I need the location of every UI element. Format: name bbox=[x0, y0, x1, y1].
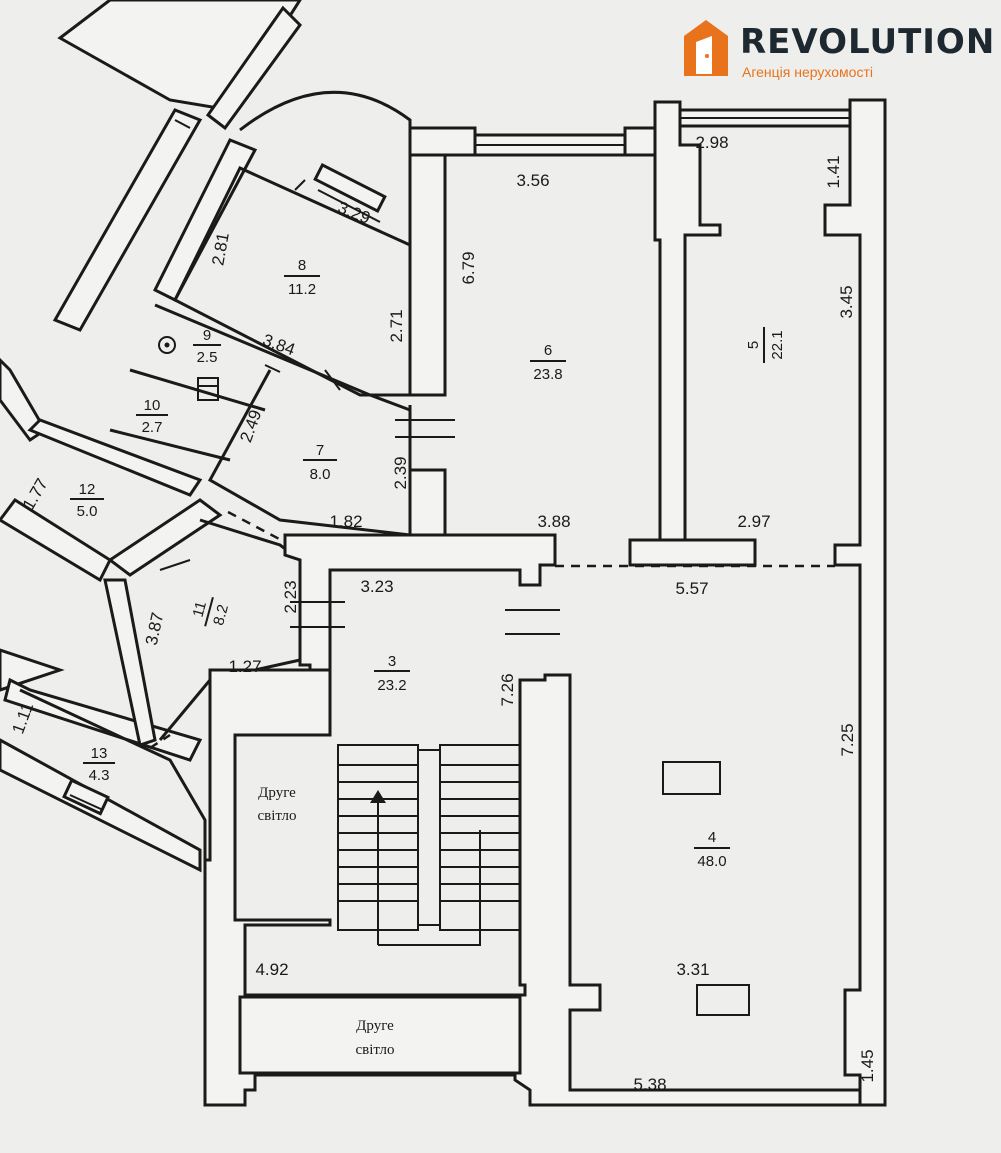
room-number: 8 bbox=[298, 257, 306, 274]
room-7-label: 78.0 bbox=[303, 442, 337, 483]
dimension: 3.23 bbox=[360, 577, 393, 596]
dimension: 1.82 bbox=[329, 512, 362, 531]
dimension: 2.23 bbox=[281, 580, 300, 613]
room-area: 2.5 bbox=[197, 349, 218, 366]
room-area: 4.3 bbox=[89, 767, 110, 784]
dimension: 6.79 bbox=[459, 251, 478, 284]
room-number: 9 bbox=[203, 327, 211, 344]
room-area: 8.0 bbox=[310, 466, 331, 483]
room-3-label: 323.2 bbox=[374, 653, 410, 694]
dimension: 5.57 bbox=[675, 579, 708, 598]
dimension: 7.26 bbox=[498, 673, 517, 706]
room-6-label: 623.8 bbox=[530, 342, 566, 383]
dimension: 2.97 bbox=[737, 512, 770, 531]
brand-name: REVOLUTION bbox=[740, 22, 996, 62]
room-area: 48.0 bbox=[697, 853, 726, 870]
dimension: 1.77 bbox=[19, 475, 52, 513]
room-number: 3 bbox=[388, 653, 396, 670]
room-13-label: 134.3 bbox=[83, 745, 115, 784]
room-area: 22.1 bbox=[769, 330, 786, 359]
room-number: 12 bbox=[79, 481, 96, 498]
dimension: 3.31 bbox=[676, 960, 709, 979]
door-openings bbox=[159, 119, 560, 635]
dimension: 1.45 bbox=[858, 1049, 877, 1082]
room-area: 11.2 bbox=[288, 281, 316, 298]
room-area: 2.7 bbox=[142, 419, 163, 436]
room-area: 23.8 bbox=[533, 366, 562, 383]
main-block-walls bbox=[203, 98, 887, 1107]
dimension: 2.71 bbox=[387, 309, 406, 342]
room-number: 7 bbox=[316, 442, 324, 459]
dimension: 3.45 bbox=[837, 285, 856, 318]
dimension: 3.88 bbox=[537, 512, 570, 531]
brand-subtitle: Агенція нерухомості bbox=[742, 64, 873, 80]
dimension: 2.81 bbox=[208, 231, 232, 267]
dimension: 2.49 bbox=[236, 407, 265, 445]
light-well-label-1: Друге світло bbox=[257, 785, 296, 824]
room-number: 11 bbox=[190, 600, 210, 619]
room-number: 13 bbox=[91, 745, 108, 762]
room-number: 4 bbox=[708, 829, 716, 846]
light-well-text: Друге bbox=[258, 785, 296, 801]
room-8-label: 811.2 bbox=[284, 257, 320, 298]
light-well-text: світло bbox=[257, 808, 296, 824]
dimension: 2.39 bbox=[391, 456, 410, 489]
dimension: 7.25 bbox=[838, 723, 857, 756]
light-well-text: Друге bbox=[356, 1018, 394, 1034]
dimension: 1.41 bbox=[824, 155, 843, 188]
staircase bbox=[337, 744, 521, 946]
room-8-outline bbox=[173, 166, 412, 397]
dimension: 3.84 bbox=[260, 330, 298, 359]
room-9-label: 92.5 bbox=[193, 327, 221, 366]
dimension: 2.98 bbox=[695, 133, 728, 152]
left-wing-walls bbox=[0, 0, 412, 873]
dimension: 3.56 bbox=[516, 171, 549, 190]
room-number: 10 bbox=[144, 397, 161, 414]
light-well-text: світло bbox=[355, 1042, 394, 1058]
dimension: 1.11 bbox=[8, 700, 37, 736]
dimension: 4.92 bbox=[255, 960, 288, 979]
room-number: 6 bbox=[544, 342, 552, 359]
dimension: 1.27 bbox=[228, 657, 261, 676]
room-area: 5.0 bbox=[77, 503, 98, 520]
room-area: 8.2 bbox=[210, 603, 232, 628]
room-12-label: 125.0 bbox=[70, 481, 104, 520]
room-10-label: 102.7 bbox=[136, 397, 168, 436]
room-number: 5 bbox=[745, 341, 762, 349]
house-door-icon bbox=[684, 20, 728, 76]
dimension: 5.38 bbox=[633, 1075, 666, 1094]
dimension: 3.87 bbox=[142, 611, 167, 647]
room-4-label: 448.0 bbox=[694, 829, 730, 870]
light-well-label-2: Друге світло bbox=[355, 1018, 394, 1058]
room-area: 23.2 bbox=[377, 677, 406, 694]
